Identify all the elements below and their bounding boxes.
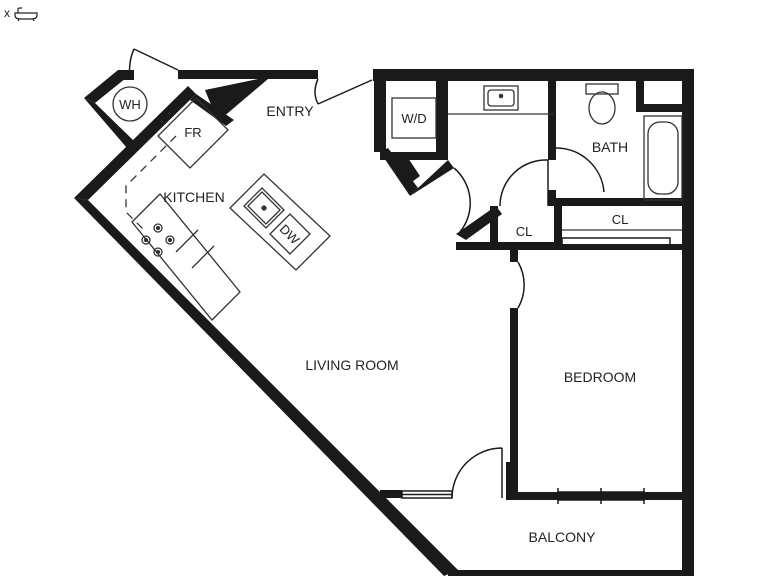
door-swings xyxy=(128,48,605,499)
fixture-labels: WH FR DW W/D CL CL xyxy=(119,97,628,248)
water-heater-icon xyxy=(112,86,148,122)
toilet-icon xyxy=(585,83,619,125)
room-label-bath: BATH xyxy=(592,139,628,155)
room-label-kitchen: KITCHEN xyxy=(163,189,224,205)
windows xyxy=(401,237,671,504)
exterior-walls xyxy=(74,69,694,576)
room-label-bedroom: BEDROOM xyxy=(564,369,636,385)
corner-prefix: x xyxy=(4,6,10,20)
label-fridge: FR xyxy=(184,125,201,140)
stove-icon xyxy=(141,223,175,257)
vanity-sink-icon xyxy=(483,85,519,111)
room-label-entry: ENTRY xyxy=(266,103,314,119)
label-closet-bedroom: CL xyxy=(612,212,629,227)
fixtures xyxy=(112,83,683,321)
corner-marker: x xyxy=(4,6,39,22)
interior-walls xyxy=(190,78,694,500)
bathtub-icon-plan xyxy=(643,115,683,201)
dishwasher-icon xyxy=(269,213,311,255)
bathtub-icon xyxy=(14,7,38,22)
label-closet-hall: CL xyxy=(516,224,533,239)
label-water-heater: WH xyxy=(119,97,141,112)
washer-dryer-icon xyxy=(391,97,437,139)
room-labels: ENTRY KITCHEN LIVING ROOM BATH BEDROOM B… xyxy=(163,103,636,545)
kitchen-island xyxy=(229,173,331,271)
label-washer-dryer: W/D xyxy=(401,111,426,126)
room-label-balcony: BALCONY xyxy=(529,529,597,545)
island-sink-icon xyxy=(243,187,285,229)
room-label-living-room: LIVING ROOM xyxy=(305,357,398,373)
fridge-icon xyxy=(157,97,229,169)
